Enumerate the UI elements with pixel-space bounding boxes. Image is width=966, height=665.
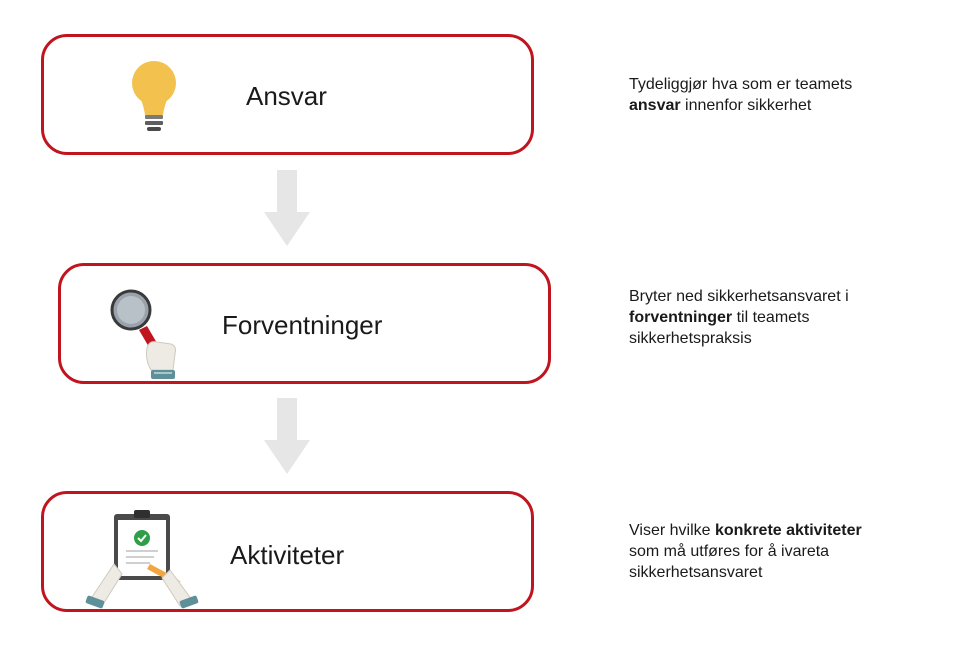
clipboard-checklist-icon xyxy=(85,510,199,609)
step-label: Ansvar xyxy=(246,81,327,111)
step-box-forventninger: Forventninger xyxy=(58,263,551,384)
step-description-forventninger: Bryter ned sikkerhetsansvaret i forventn… xyxy=(629,288,849,347)
down-arrow-icon xyxy=(264,170,310,246)
step-box-ansvar: Ansvar xyxy=(41,34,534,155)
magnifying-glass-icon xyxy=(110,289,176,379)
down-arrow-icon xyxy=(264,398,310,474)
step-description-aktiviteter: Viser hvilke konkrete aktiviteter som må… xyxy=(629,522,862,581)
step-description-ansvar: Tydeliggjør hva som er teamets ansvar in… xyxy=(629,76,853,114)
lightbulb-icon xyxy=(132,61,176,131)
step-label: Aktiviteter xyxy=(230,540,345,570)
step-box-aktiviteter: Aktiviteter xyxy=(41,491,534,612)
step-label: Forventninger xyxy=(222,310,383,340)
